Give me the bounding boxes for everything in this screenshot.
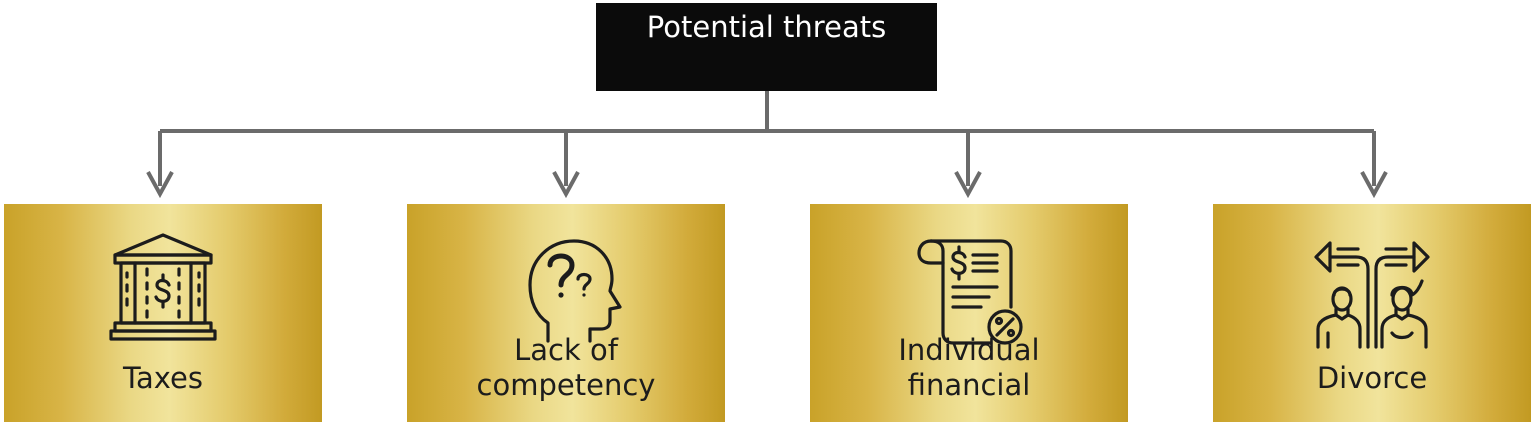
threat-label-line: financial bbox=[907, 368, 1031, 402]
threat-label-line: Taxes bbox=[123, 361, 203, 395]
threat-label-individual-financial: Individual financial bbox=[810, 333, 1128, 403]
root-node-label: Potential threats bbox=[646, 10, 887, 44]
threat-label-lack-of-competency: Lack of competency bbox=[407, 333, 725, 403]
threat-label-taxes: Taxes bbox=[4, 361, 322, 396]
arrowhead-lack-of-competency bbox=[552, 171, 580, 199]
head-question-icon bbox=[506, 229, 626, 349]
threat-node-lack-of-competency: Lack of competency bbox=[407, 204, 725, 422]
threat-label-line: competency bbox=[476, 368, 656, 402]
root-node-potential-threats: Potential threats bbox=[596, 3, 937, 91]
threat-label-divorce: Divorce bbox=[1213, 361, 1531, 396]
invoice-percent-icon bbox=[909, 229, 1029, 349]
arrowhead-taxes bbox=[146, 171, 174, 199]
arrowhead-individual-financial bbox=[954, 171, 982, 199]
bank-icon bbox=[103, 229, 223, 349]
threat-node-divorce: Divorce bbox=[1213, 204, 1531, 422]
threat-node-individual-financial: Individual financial bbox=[810, 204, 1128, 422]
threat-label-line: Lack of bbox=[514, 333, 618, 367]
threat-label-line: Divorce bbox=[1316, 361, 1428, 395]
threat-node-taxes: Taxes bbox=[4, 204, 322, 422]
split-arrows-couple-icon bbox=[1312, 229, 1432, 349]
threat-label-line: Individual bbox=[898, 333, 1040, 367]
arrowhead-divorce bbox=[1360, 171, 1388, 199]
